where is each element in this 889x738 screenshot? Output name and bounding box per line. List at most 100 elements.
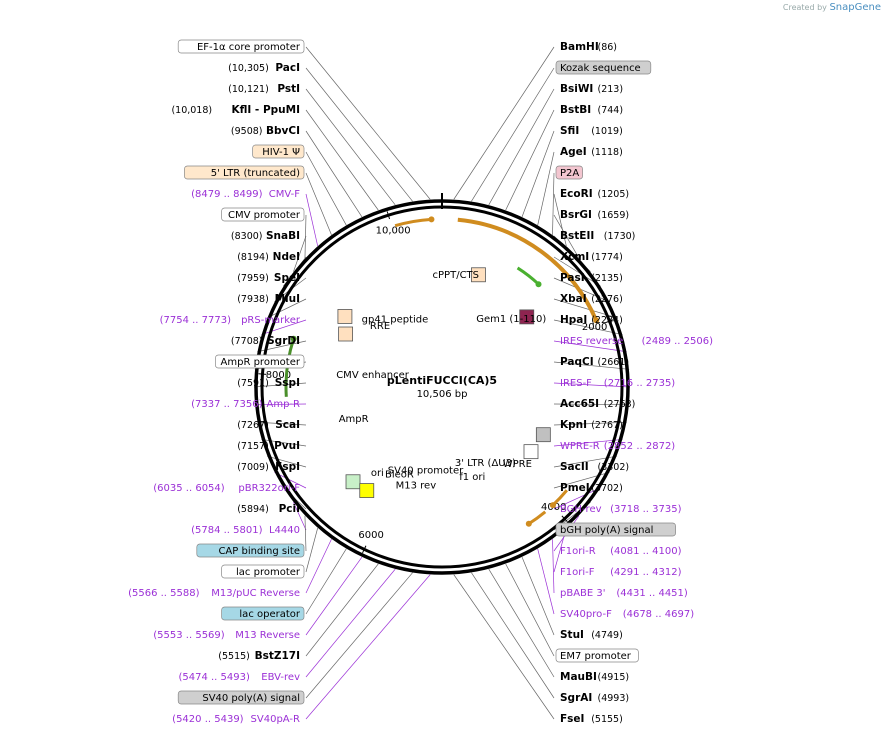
label-position: (86) bbox=[598, 42, 618, 53]
feature-label: cPPT/CTS bbox=[433, 270, 479, 281]
map-label-primer[interactable]: IRES-F(2716 .. 2735) bbox=[560, 378, 675, 389]
map-label-primer[interactable]: Amp-R(7337 .. 7356) bbox=[191, 399, 300, 410]
map-label-enzyme[interactable]: PaqCI(2661) bbox=[560, 356, 629, 368]
map-label-enzyme[interactable]: BstBI(744) bbox=[560, 104, 623, 116]
label-text: WPRE-R bbox=[560, 441, 600, 452]
map-label-enzyme[interactable]: PciI(5894) bbox=[237, 503, 300, 515]
map-label-primer[interactable]: M13/pUC Reverse(5566 .. 5588) bbox=[128, 588, 300, 599]
map-label-enzyme[interactable]: SpeI(7959) bbox=[237, 272, 300, 284]
map-label-enzyme[interactable]: KpnI(2767) bbox=[560, 419, 623, 431]
map-label-box-gray[interactable]: bGH poly(A) signal bbox=[555, 522, 676, 537]
map-label-enzyme[interactable]: PvuI(7157) bbox=[237, 440, 300, 452]
label-box bbox=[555, 60, 652, 75]
map-label-primer[interactable]: M13 Reverse(5553 .. 5569) bbox=[153, 630, 300, 641]
map-label-primer[interactable]: pBABE 3'(4431 .. 4451) bbox=[560, 588, 688, 599]
snapgene-credit: Created by SnapGene bbox=[783, 2, 881, 13]
map-label-primer[interactable]: WPRE-R(2852 .. 2872) bbox=[560, 441, 675, 452]
label-text: SgrDI bbox=[267, 335, 300, 347]
leader-line bbox=[293, 502, 307, 531]
map-label-enzyme[interactable]: FspI(7009) bbox=[237, 461, 300, 473]
bleo-block bbox=[345, 474, 361, 490]
map-label-enzyme[interactable]: BbvCI(9508) bbox=[231, 125, 300, 137]
label-text: pBABE 3' bbox=[560, 588, 606, 599]
leader-line bbox=[553, 256, 601, 287]
map-label-enzyme[interactable]: BsrGI(1659) bbox=[560, 209, 629, 221]
label-text: CAP binding site bbox=[218, 546, 300, 557]
map-label-box-gray[interactable]: Kozak sequence bbox=[555, 60, 652, 75]
label-position: (10,121) bbox=[228, 84, 269, 95]
map-label-box-orange[interactable]: HIV-1 Ψ bbox=[252, 144, 305, 159]
map-label-primer[interactable]: BGH-rev(3718 .. 3735) bbox=[560, 504, 682, 515]
map-label-box-gray[interactable]: SV40 poly(A) signal bbox=[177, 690, 305, 705]
map-label-enzyme[interactable]: NdeI(8194) bbox=[237, 251, 300, 263]
label-position: (5420 .. 5439) bbox=[172, 714, 244, 725]
leader-line bbox=[505, 109, 555, 211]
label-text: EcoRI bbox=[560, 188, 593, 200]
map-label-box[interactable]: lac promoter bbox=[221, 564, 305, 579]
map-label-primer[interactable]: F1ori-F(4291 .. 4312) bbox=[560, 567, 682, 578]
map-label-enzyme[interactable]: BamHI(86) bbox=[560, 41, 617, 53]
map-label-enzyme[interactable]: SacII(3302) bbox=[560, 461, 629, 473]
map-label-enzyme[interactable]: PstI(10,121) bbox=[228, 83, 300, 95]
map-label-box[interactable]: CMV promoter bbox=[221, 207, 305, 222]
map-label-enzyme[interactable]: SfiI(1019) bbox=[560, 125, 623, 137]
map-label-enzyme[interactable]: SgrDI(7708) bbox=[231, 335, 300, 347]
map-label-enzyme[interactable]: SnaBI(8300) bbox=[231, 230, 300, 242]
map-label-enzyme[interactable]: BsiWI(213) bbox=[560, 83, 623, 95]
label-box bbox=[555, 648, 639, 663]
leader-line bbox=[553, 403, 630, 406]
map-label-enzyme[interactable]: EcoRI(1205) bbox=[560, 188, 629, 200]
label-text: KflI - PpuMI bbox=[231, 104, 300, 116]
feature-arc-ltr bbox=[394, 217, 432, 228]
label-text: pRS-marker bbox=[241, 315, 301, 326]
map-label-box[interactable]: EM7 promoter bbox=[555, 648, 639, 663]
wpre-block bbox=[535, 427, 551, 443]
map-label-primer[interactable]: pRS-marker(7754 .. 7773) bbox=[160, 315, 301, 326]
label-position: (8479 .. 8499) bbox=[191, 189, 263, 200]
label-position: (5155) bbox=[591, 714, 623, 725]
map-label-box-orange[interactable]: 5' LTR (truncated) bbox=[184, 165, 305, 180]
map-label-enzyme[interactable]: MauBI(4915) bbox=[560, 671, 629, 683]
map-label-enzyme[interactable]: StuI(4749) bbox=[560, 629, 623, 641]
map-label-primer[interactable]: SV40pro-F(4678 .. 4697) bbox=[560, 609, 694, 620]
map-label-enzyme[interactable]: BstEII(1730) bbox=[560, 230, 635, 242]
map-label-enzyme[interactable]: AgeI(1118) bbox=[560, 146, 623, 158]
map-label-enzyme[interactable]: MluI(7938) bbox=[237, 293, 300, 305]
leader-line bbox=[305, 572, 413, 699]
map-label-enzyme[interactable]: PacI(10,305) bbox=[228, 62, 300, 74]
leader-line bbox=[488, 568, 555, 678]
leader-line bbox=[305, 548, 347, 615]
rre-block-2 bbox=[338, 326, 354, 342]
map-label-primer[interactable]: EBV-rev(5474 .. 5493) bbox=[178, 672, 300, 683]
map-label-box-pink[interactable]: P2A bbox=[555, 165, 583, 180]
map-label-enzyme[interactable]: XbaI(2276) bbox=[560, 293, 623, 305]
map-label-primer[interactable]: SV40pA-R (5420 .. 5439) bbox=[172, 714, 300, 725]
map-label-enzyme[interactable]: BstZ17I(5515) bbox=[218, 650, 300, 662]
map-label-enzyme[interactable]: Acc65I(2763) bbox=[560, 398, 635, 410]
map-label-box[interactable]: AmpR promoter bbox=[215, 354, 305, 369]
map-label-enzyme[interactable]: XcmI(1774) bbox=[560, 251, 623, 263]
label-text: SV40pA-R bbox=[251, 714, 300, 725]
map-label-enzyme[interactable]: HpaI(2284) bbox=[560, 314, 623, 326]
label-text: KpnI bbox=[560, 419, 587, 431]
map-label-enzyme[interactable]: PmeI(3702) bbox=[560, 482, 623, 494]
map-label-enzyme[interactable]: PasI(2135) bbox=[560, 272, 623, 284]
feature-label: f1 ori bbox=[459, 472, 485, 483]
map-label-box-blue[interactable]: CAP binding site bbox=[196, 543, 305, 558]
map-label-primer[interactable]: pBR322ori-F(6035 .. 6054) bbox=[153, 483, 300, 494]
map-label-primer[interactable]: L4440(5784 .. 5801) bbox=[191, 525, 300, 536]
map-label-enzyme[interactable]: SgrAI(4993) bbox=[560, 692, 629, 704]
map-label-box[interactable]: EF-1α core promoter bbox=[177, 39, 305, 54]
map-label-enzyme[interactable]: ScaI(7267) bbox=[237, 419, 300, 431]
label-text: bGH poly(A) signal bbox=[560, 525, 653, 536]
map-label-enzyme[interactable]: FseI(5155) bbox=[560, 713, 623, 725]
map-label-enzyme[interactable]: SspI(7591) bbox=[237, 377, 300, 389]
map-label-primer[interactable]: F1ori-R(4081 .. 4100) bbox=[560, 546, 682, 557]
map-label-primer[interactable]: CMV-F(8479 .. 8499) bbox=[191, 189, 300, 200]
label-position: (4081 .. 4100) bbox=[610, 546, 682, 557]
label-position: (7267) bbox=[237, 420, 269, 431]
label-position: (1659) bbox=[598, 210, 630, 221]
map-label-primer[interactable]: IRES reverse(2489 .. 2506) bbox=[560, 336, 713, 347]
map-label-box-blue[interactable]: lac operator bbox=[221, 606, 305, 621]
map-label-enzyme[interactable]: KflI - PpuMI(10,018) bbox=[171, 104, 300, 116]
